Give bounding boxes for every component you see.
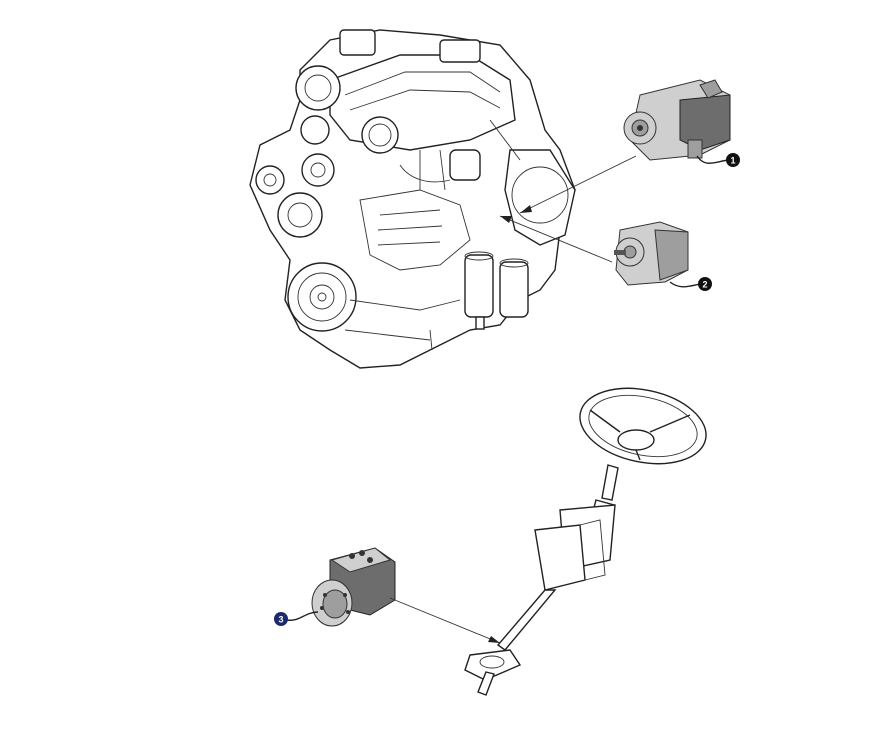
callout-3: 3: [274, 612, 288, 626]
leader-line-3: [286, 611, 319, 621]
callout-1: 1: [726, 153, 740, 167]
arrow-line-2: [499, 215, 613, 263]
gear-pump: [614, 221, 689, 286]
arrow-line-1: [519, 155, 637, 214]
steering-wheel-and-column: [464, 387, 707, 696]
arrow-head-3: [488, 636, 500, 643]
callout-1-label: 1: [730, 156, 735, 166]
leader-line-2: [669, 281, 701, 288]
callout-2-badge: [698, 277, 712, 291]
arrow-head-2: [500, 216, 512, 223]
steering-control-unit: [311, 547, 396, 627]
arrow-line-3: [389, 597, 501, 644]
callout-2: 2: [698, 277, 712, 291]
leader-line-1: [696, 155, 729, 164]
callout-3-badge: [274, 612, 288, 626]
hydraulic-piston-pump: [623, 79, 731, 161]
arrow-head-1: [520, 205, 532, 213]
callout-2-label: 2: [702, 280, 707, 290]
callout-1-badge: [726, 153, 740, 167]
callout-3-label: 3: [278, 615, 283, 625]
engine-illustration: [249, 29, 576, 369]
